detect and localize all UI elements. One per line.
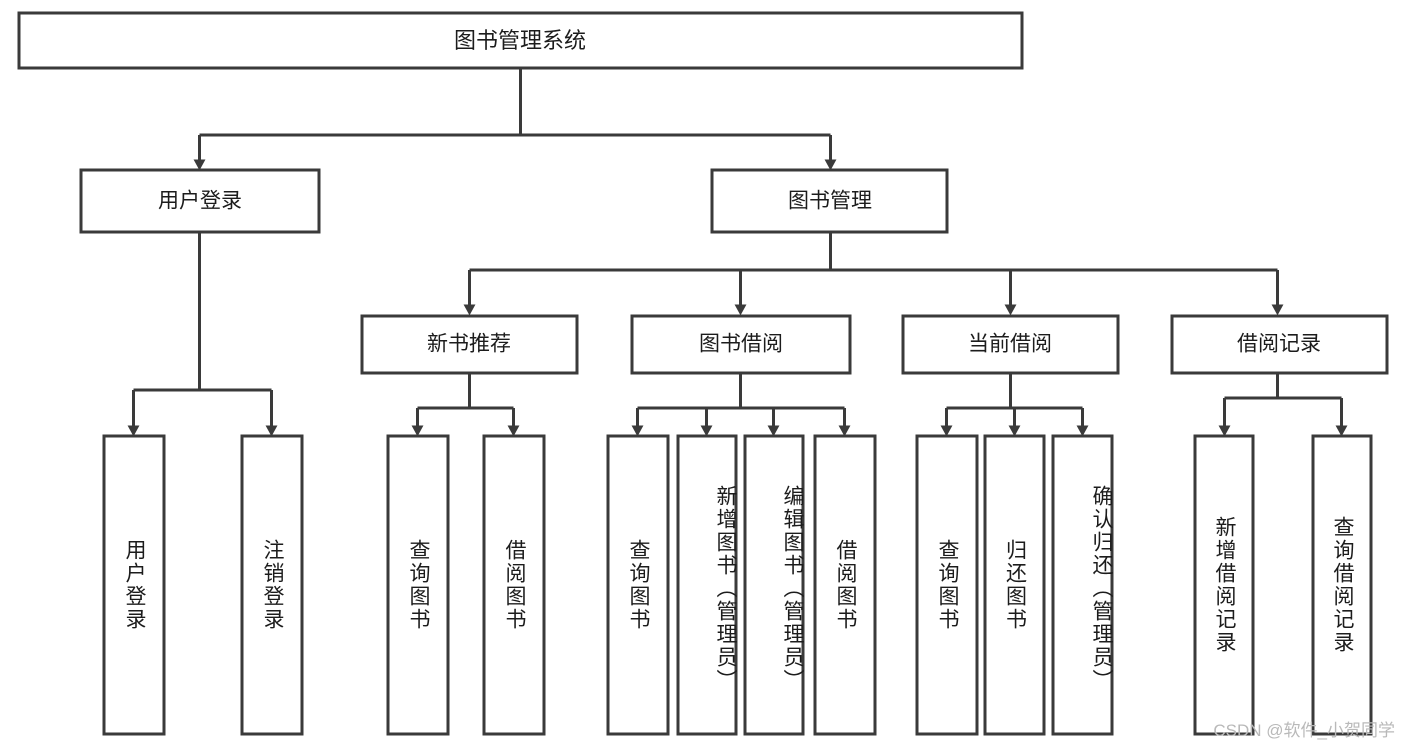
connectors-borrow-record-to-leaves	[1218, 373, 1348, 437]
node-box-root[interactable]	[17, 11, 1024, 70]
leaf-box-add-book[interactable]	[676, 434, 738, 736]
node-box-borrow-record[interactable]	[1170, 314, 1389, 375]
node-current-borrow[interactable]: 当前借阅	[901, 314, 1120, 375]
node-book-manage[interactable]: 图书管理	[710, 168, 949, 234]
leaf-box-user-login[interactable]	[102, 434, 166, 736]
node-label-current-borrow: 当前借阅	[968, 333, 1052, 356]
node-new-book-recommend[interactable]: 新书推荐	[360, 314, 579, 375]
leaf-boxes	[102, 434, 1373, 736]
leaf-box-borrow-book-1[interactable]	[482, 434, 546, 736]
leaf-box-query-book-3[interactable]	[915, 434, 979, 736]
connectors-book-manage-to-level2	[463, 232, 1284, 316]
node-label-new-book-recommend: 新书推荐	[427, 333, 511, 356]
node-label-book-manage: 图书管理	[788, 190, 872, 213]
node-box-current-borrow[interactable]	[901, 314, 1120, 375]
node-label-borrow-record: 借阅记录	[1237, 333, 1321, 356]
node-borrow-record[interactable]: 借阅记录	[1170, 314, 1389, 375]
leaf-box-user-logout[interactable]	[240, 434, 304, 736]
node-box-user-login[interactable]	[79, 168, 321, 234]
leaf-box-return-book[interactable]	[983, 434, 1046, 736]
connectors-user-login-to-leaves	[127, 232, 278, 437]
node-user-login[interactable]: 用户登录	[79, 168, 321, 234]
connectors-new-book-recommend-to-leaves	[411, 373, 520, 437]
node-box-new-book-recommend[interactable]	[360, 314, 579, 375]
connectors-book-borrow-to-leaves	[631, 373, 851, 437]
watermark-text: CSDN @软件_小贺同学	[1213, 721, 1395, 740]
leaf-box-query-book-1[interactable]	[386, 434, 450, 736]
connectors-root-to-level1	[193, 68, 837, 171]
node-label-root: 图书管理系统	[454, 28, 586, 53]
leaf-box-edit-book[interactable]	[743, 434, 805, 736]
node-label-book-borrow: 图书借阅	[699, 333, 783, 356]
leaf-box-query-record[interactable]	[1311, 434, 1373, 736]
node-root-title[interactable]: 图书管理系统	[17, 11, 1024, 70]
node-box-book-manage[interactable]	[710, 168, 949, 234]
leaf-box-add-record[interactable]	[1193, 434, 1255, 736]
leaf-box-borrow-book-2[interactable]	[813, 434, 877, 736]
leaf-box-confirm-return[interactable]	[1051, 434, 1114, 736]
node-box-book-borrow[interactable]	[630, 314, 852, 375]
leaf-box-query-book-2[interactable]	[606, 434, 670, 736]
node-label-user-login: 用户登录	[158, 190, 242, 213]
node-book-borrow[interactable]: 图书借阅	[630, 314, 852, 375]
connectors-current-borrow-to-leaves	[940, 373, 1089, 437]
